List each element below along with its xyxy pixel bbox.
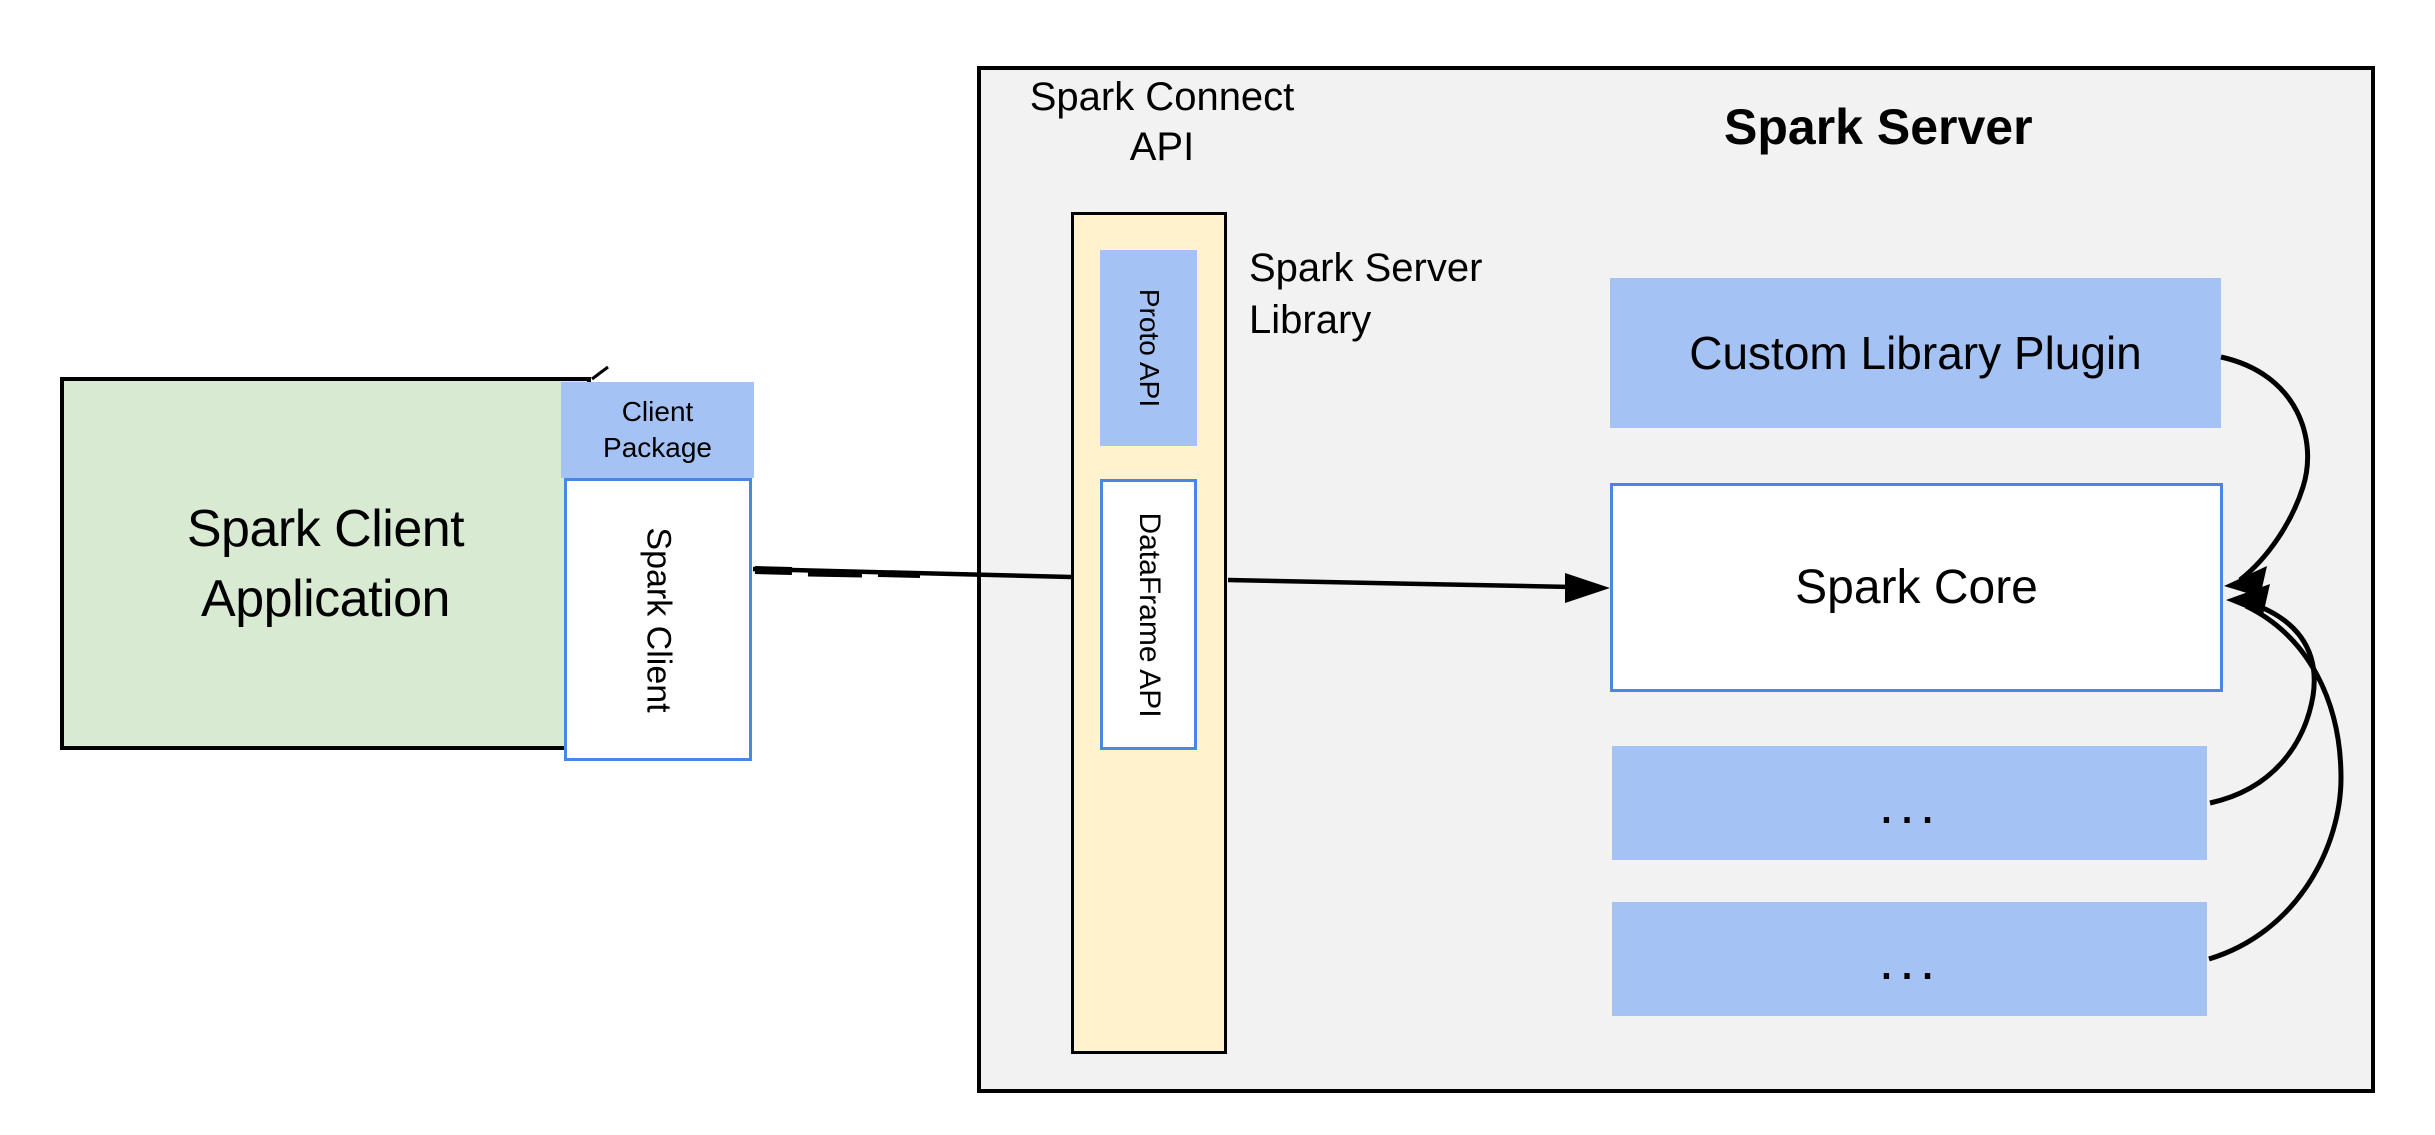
custom-library-plugin-box: Custom Library Plugin: [1610, 278, 2221, 428]
spark-server-title: Spark Server: [1724, 99, 2033, 155]
ellipsis-box-1: ...: [1612, 746, 2207, 860]
dataframe-api-label: DataFrame API: [1132, 511, 1166, 718]
custom-library-plugin-label: Custom Library Plugin: [1689, 327, 2142, 379]
ellipsis-label-2: ...: [1878, 927, 1941, 991]
proto-api-label: Proto API: [1133, 288, 1165, 408]
arrow-dash-artifact: [807, 569, 863, 578]
spark-connect-api-label: Spark Connect API: [1029, 75, 1295, 169]
spark-core-box: Spark Core: [1610, 483, 2223, 692]
spark-client-box: Spark Client: [564, 478, 752, 761]
spark-core-label: Spark Core: [1795, 561, 2038, 614]
proto-api-box: Proto API: [1100, 250, 1197, 446]
client-package-box: Client Package: [561, 382, 754, 478]
spark-server-library-label: Spark Server Library: [1249, 246, 1483, 342]
ellipsis-label-1: ...: [1878, 771, 1941, 835]
green-box-border-nub: [591, 365, 609, 381]
dataframe-api-box: DataFrame API: [1100, 479, 1197, 750]
arrow-dash-artifact: [754, 566, 793, 575]
spark-client-label: Spark Client: [639, 526, 678, 713]
spark-client-application-label: Spark Client Application: [186, 499, 465, 628]
client-package-label: Client Package: [603, 396, 712, 463]
ellipsis-box-2: ...: [1612, 902, 2207, 1016]
spark-client-application-box: Spark Client Application: [60, 377, 591, 750]
arrow-dash-artifact: [877, 571, 921, 578]
